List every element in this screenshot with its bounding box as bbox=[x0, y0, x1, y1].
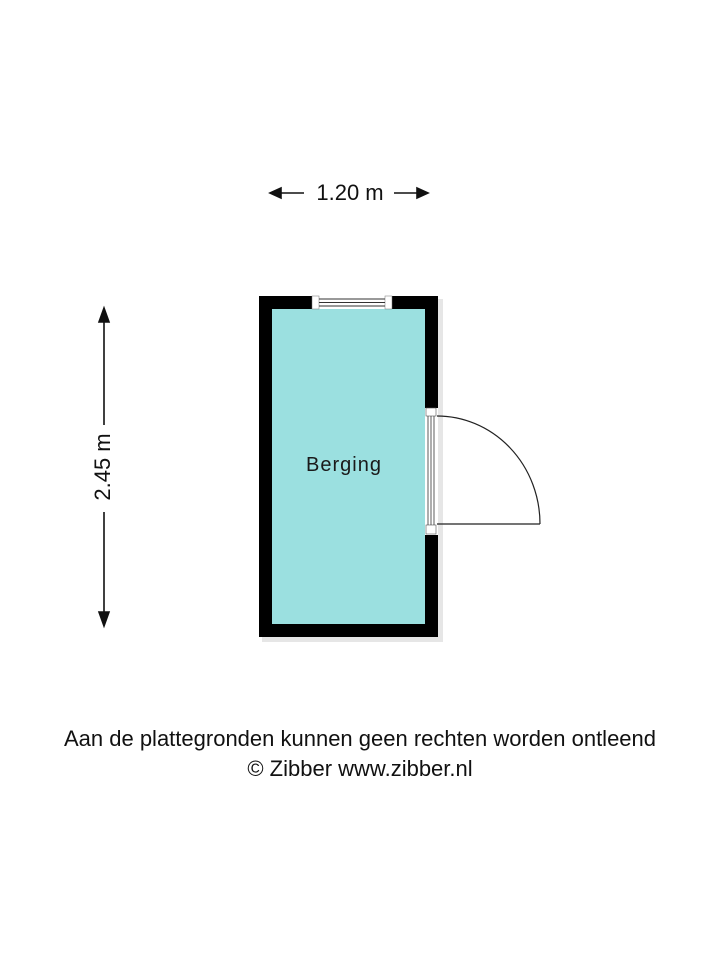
window-icon bbox=[311, 295, 393, 310]
height-dimension: 2.45 m bbox=[88, 306, 118, 628]
room-label: Berging bbox=[306, 454, 382, 476]
height-label: 2.45 m bbox=[90, 433, 115, 501]
width-dimension: 1.20 m bbox=[270, 178, 430, 208]
height-dimension-arrows bbox=[97, 305, 111, 629]
room-floor bbox=[272, 309, 425, 624]
width-label: 1.20 m bbox=[316, 180, 384, 205]
door-icon bbox=[425, 407, 541, 535]
disclaimer-text: Aan de plattegronden kunnen geen rechten… bbox=[63, 726, 657, 751]
width-dimension-arrows bbox=[268, 186, 430, 200]
copyright-text: © Zibber www.zibber.nl bbox=[247, 756, 473, 781]
